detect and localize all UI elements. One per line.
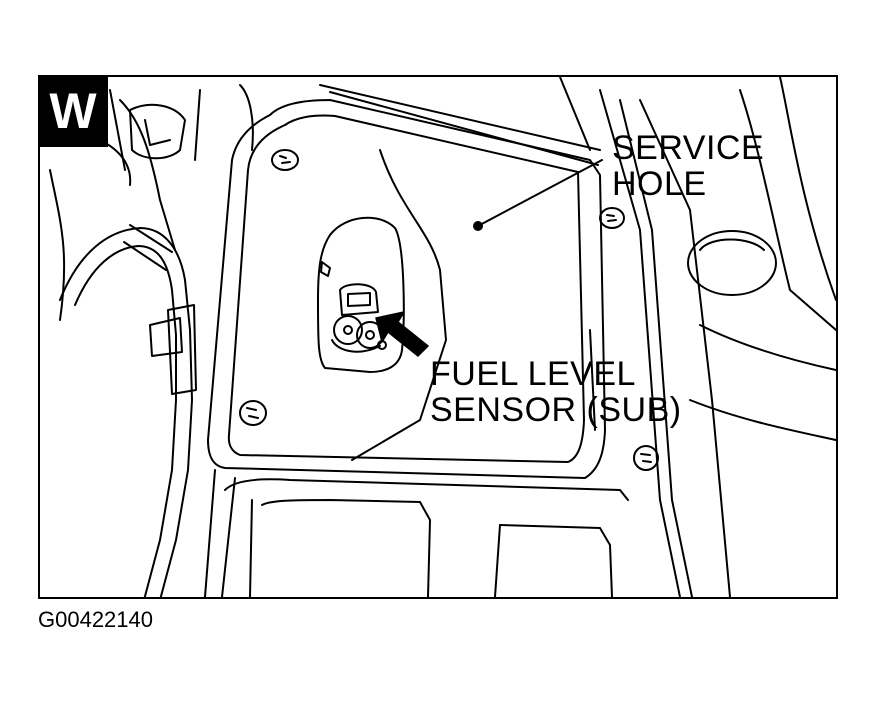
service-hole-leader — [473, 159, 603, 231]
view-badge: W — [38, 75, 108, 147]
service-hole-label-line1: SERVICE — [612, 129, 765, 167]
fuel-level-sensor-label-line1: FUEL LEVEL — [430, 355, 636, 393]
figure-id: G00422140 — [38, 607, 153, 632]
sensor-pointer-arrow — [375, 311, 429, 357]
lower-floor-panels — [204, 469, 629, 597]
right-body-structure — [599, 77, 836, 597]
fuel-level-sensor-label: FUEL LEVEL SENSOR (SUB) — [430, 356, 682, 428]
fuel-level-sensor — [320, 261, 387, 353]
service-hole-label: SERVICE HOLE — [612, 130, 764, 202]
wiring-harness — [49, 99, 197, 597]
top-structure-lines — [239, 77, 601, 431]
fuel-level-sensor-label-line2: SENSOR (SUB) — [430, 391, 682, 429]
sensor-opening — [317, 216, 405, 373]
upper-bracket — [109, 89, 201, 171]
fastener-bolts — [239, 149, 659, 471]
service-hole-panel — [207, 99, 606, 479]
service-hole-label-line2: HOLE — [612, 165, 707, 203]
